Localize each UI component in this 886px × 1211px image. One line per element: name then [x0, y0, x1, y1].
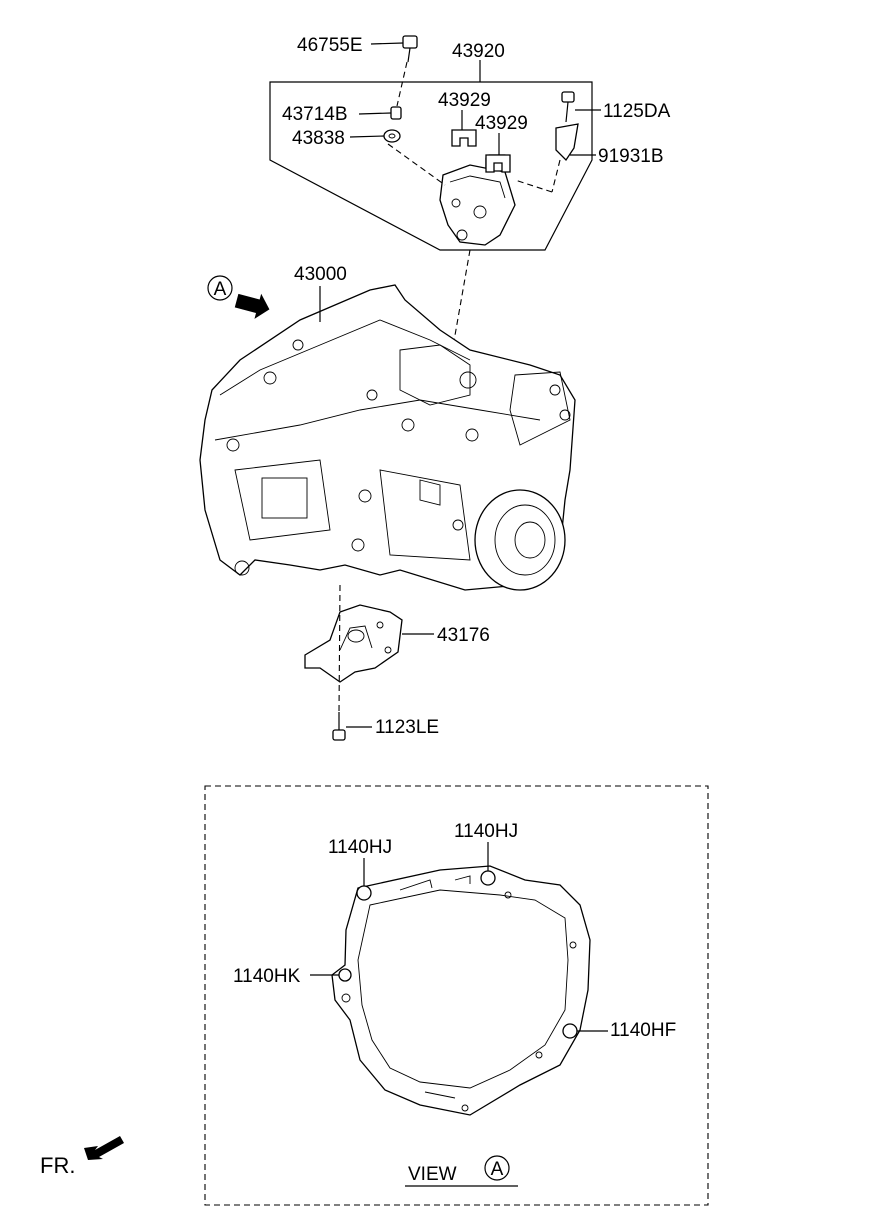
svg-text:43838: 43838 — [292, 128, 345, 149]
label-1140HK[interactable]: 1140HK — [233, 966, 339, 987]
arrow-down-left-icon — [84, 1136, 124, 1160]
label-43920[interactable]: 43920 — [452, 41, 505, 62]
mount-bracket-43176 — [304, 584, 403, 713]
front-label: FR. — [40, 1153, 75, 1178]
label-1125DA[interactable]: 1125DA — [575, 101, 671, 122]
bolt-1125DA — [561, 91, 575, 123]
bracket-group-43920 — [269, 60, 593, 251]
bolt-1140HJ-b — [480, 870, 496, 886]
view-a-panel: 1140HJ 1140HJ 1140HK 1140HF VIEW A — [204, 785, 709, 1206]
svg-text:43176: 43176 — [437, 625, 490, 646]
svg-text:1140HJ: 1140HJ — [328, 837, 392, 858]
bracket-group-outline — [269, 81, 593, 251]
svg-text:1140HK: 1140HK — [233, 966, 301, 987]
svg-text:1140HF: 1140HF — [610, 1020, 676, 1041]
bolt-46755E — [396, 35, 418, 107]
label-1140HF[interactable]: 1140HF — [577, 1020, 676, 1041]
label-43929-a[interactable]: 43929 — [438, 90, 491, 130]
svg-text:91931B: 91931B — [598, 146, 664, 167]
svg-text:1123LE: 1123LE — [375, 717, 439, 738]
clip-43929-a — [451, 129, 477, 147]
transaxle-43000 — [199, 284, 576, 591]
view-ref-label-top: A — [214, 279, 227, 300]
view-caption: VIEW A — [405, 1155, 518, 1187]
svg-text:1140HJ: 1140HJ — [454, 821, 518, 842]
label-43000[interactable]: 43000 — [294, 264, 347, 322]
label-1140HJ-b[interactable]: 1140HJ — [454, 821, 518, 871]
svg-text:43000: 43000 — [294, 264, 347, 285]
label-1140HJ-a[interactable]: 1140HJ — [328, 837, 392, 886]
label-43714B[interactable]: 43714B — [282, 104, 392, 125]
bolt-1140HK — [338, 968, 352, 982]
housing-bore — [357, 889, 569, 1089]
bushing-43714B — [390, 106, 402, 120]
view-a-marker: A — [207, 275, 270, 319]
label-43838[interactable]: 43838 — [292, 128, 385, 149]
label-1123LE[interactable]: 1123LE — [346, 717, 439, 738]
svg-text:43929: 43929 — [438, 90, 491, 111]
label-43929-b[interactable]: 43929 — [475, 113, 528, 155]
label-43176[interactable]: 43176 — [402, 625, 490, 646]
svg-text:1125DA: 1125DA — [603, 101, 671, 122]
housing-flange — [331, 865, 591, 1116]
front-indicator: FR. — [40, 1136, 124, 1178]
clip-43929-b — [485, 154, 511, 173]
svg-text:46755E: 46755E — [297, 35, 363, 56]
svg-text:43920: 43920 — [452, 41, 505, 62]
label-46755E[interactable]: 46755E — [297, 35, 404, 56]
clip-91931B — [555, 123, 579, 162]
bolt-1140HF — [562, 1023, 578, 1039]
label-91931B[interactable]: 91931B — [570, 146, 664, 167]
svg-text:43929: 43929 — [475, 113, 528, 134]
washer-43838 — [383, 129, 401, 143]
arrow-right-icon — [234, 293, 270, 319]
bolt-1140HJ-a — [356, 885, 372, 901]
svg-text:43714B: 43714B — [282, 104, 348, 125]
view-caption-text: VIEW — [408, 1164, 457, 1185]
bolt-1123LE — [332, 712, 346, 741]
view-ref-label-bottom: A — [491, 1159, 504, 1180]
